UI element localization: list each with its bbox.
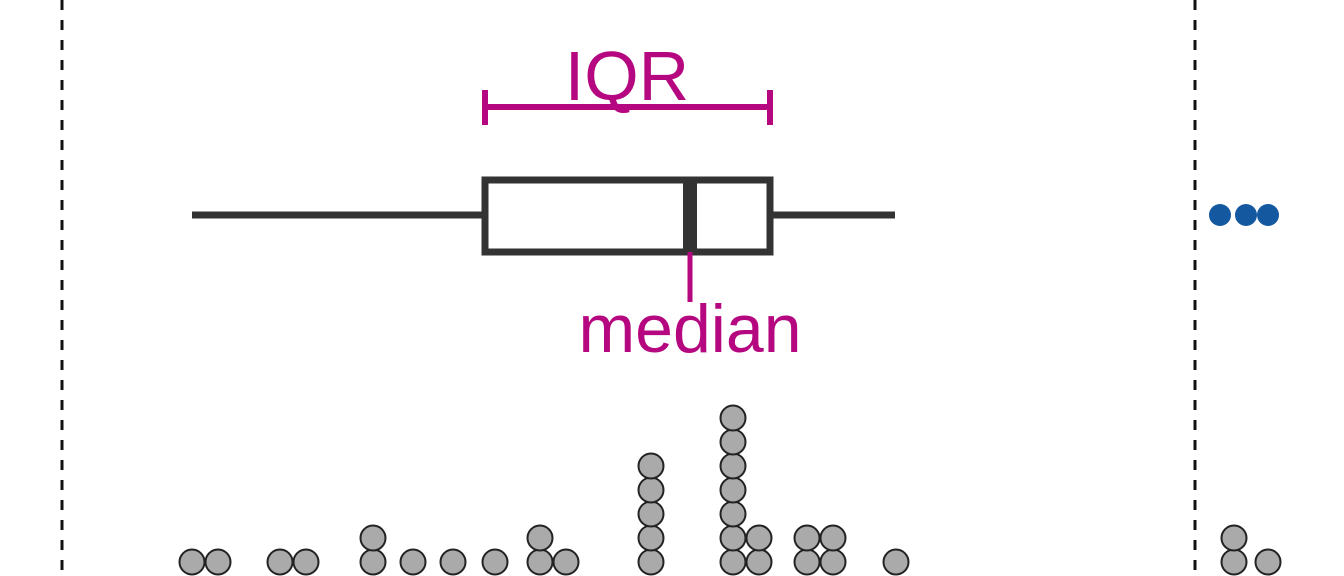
data-dot <box>481 548 509 576</box>
outlier-dot <box>1257 204 1279 226</box>
iqr-bracket <box>482 90 773 125</box>
data-dot <box>292 548 320 576</box>
data-dot <box>719 428 747 456</box>
data-dot <box>819 548 847 576</box>
data-dot <box>637 452 665 480</box>
data-dot <box>439 548 467 576</box>
data-dot <box>526 524 554 552</box>
data-dot <box>359 548 387 576</box>
median-label: median <box>578 291 801 367</box>
data-dot <box>637 548 665 576</box>
data-dot <box>719 548 747 576</box>
data-dot <box>882 548 910 576</box>
outlier-dot <box>1209 204 1231 226</box>
data-dot <box>359 524 387 552</box>
data-dot <box>399 548 427 576</box>
data-dot <box>1220 524 1248 552</box>
data-dot <box>745 524 773 552</box>
data-dot <box>552 548 580 576</box>
boxplot <box>192 176 895 256</box>
outlier-dots <box>1209 204 1279 226</box>
data-dot <box>266 548 294 576</box>
data-dot <box>637 524 665 552</box>
outlier-dot <box>1235 204 1257 226</box>
dot-plot <box>178 404 1282 576</box>
data-dot <box>793 524 821 552</box>
data-dot <box>1254 548 1282 576</box>
data-dot <box>745 548 773 576</box>
data-dot <box>1220 548 1248 576</box>
data-dot <box>719 452 747 480</box>
data-dot <box>819 524 847 552</box>
iqr-label: IQR <box>565 37 689 115</box>
data-dot <box>204 548 232 576</box>
data-dot <box>637 500 665 528</box>
data-dot <box>793 548 821 576</box>
data-dot <box>719 524 747 552</box>
data-dot <box>526 548 554 576</box>
data-dot <box>719 404 747 432</box>
data-dot <box>637 476 665 504</box>
iqr-box <box>481 176 774 256</box>
data-dot <box>719 500 747 528</box>
data-dot <box>719 476 747 504</box>
data-dot <box>178 548 206 576</box>
